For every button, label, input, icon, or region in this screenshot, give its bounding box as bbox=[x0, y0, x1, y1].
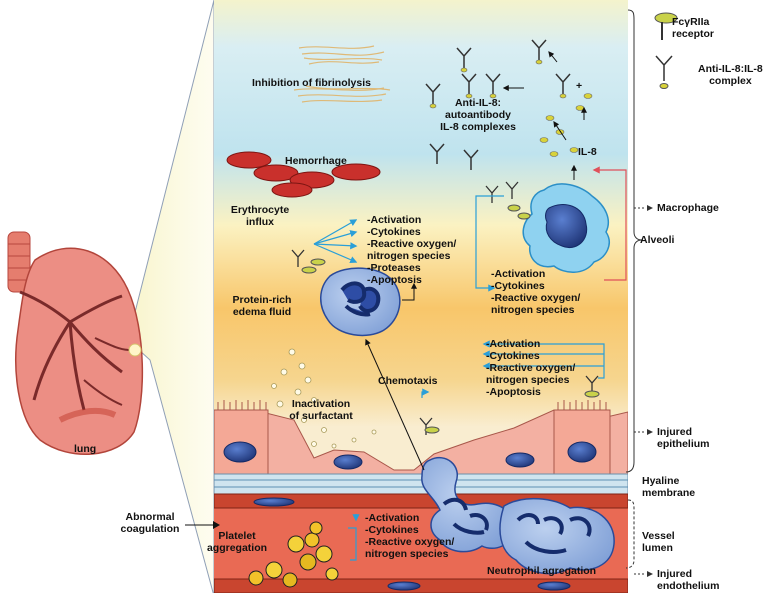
fibrinolysis-label: Inhibition of fibrinolysis bbox=[252, 77, 371, 89]
neutrophil-aggregate bbox=[499, 497, 615, 575]
activation-list-macrophage: -Activation-Cytokines -Reactive oxygen/n… bbox=[491, 268, 581, 316]
alveoli-side-label: Alveoli bbox=[640, 234, 675, 246]
activation-list-right: -Activation-Cytokines-Reactive oxygen/ n… bbox=[486, 338, 576, 398]
epithelium-layer bbox=[214, 400, 628, 475]
bronchial-tree-shape bbox=[19, 290, 131, 411]
lung-label: lung bbox=[74, 443, 97, 455]
activation-list-vessel: -Activation-Cytokines -Reactive oxygen/n… bbox=[365, 512, 455, 560]
coagulation-arrow bbox=[185, 521, 220, 529]
erythrocyte-cluster bbox=[226, 151, 381, 198]
transmigrating-neutrophil bbox=[421, 457, 515, 553]
lung-lobe-shape bbox=[15, 247, 144, 456]
hemorrhage-label: Hemorrhage bbox=[285, 155, 347, 167]
chemotaxis-label: Chemotaxis bbox=[378, 375, 438, 387]
trachea-shape bbox=[7, 231, 31, 293]
il8-label: IL-8 bbox=[578, 146, 597, 158]
platelet-aggregate bbox=[248, 521, 339, 588]
complex-legend-icon bbox=[655, 55, 673, 81]
plus-label: + bbox=[576, 80, 583, 92]
hyaline-membrane-band bbox=[214, 473, 628, 495]
macrophage-side-label: Macrophage bbox=[657, 202, 719, 214]
alveolus-panel bbox=[214, 0, 628, 593]
neutrophil-aggregation-label: Neutrophil agregation bbox=[487, 565, 597, 577]
side-annotations bbox=[625, 9, 678, 577]
receptor-legend-icon bbox=[654, 12, 678, 40]
activation-list-upper: -Activation-Cytokines-Reactive oxygen/ n… bbox=[367, 214, 457, 286]
